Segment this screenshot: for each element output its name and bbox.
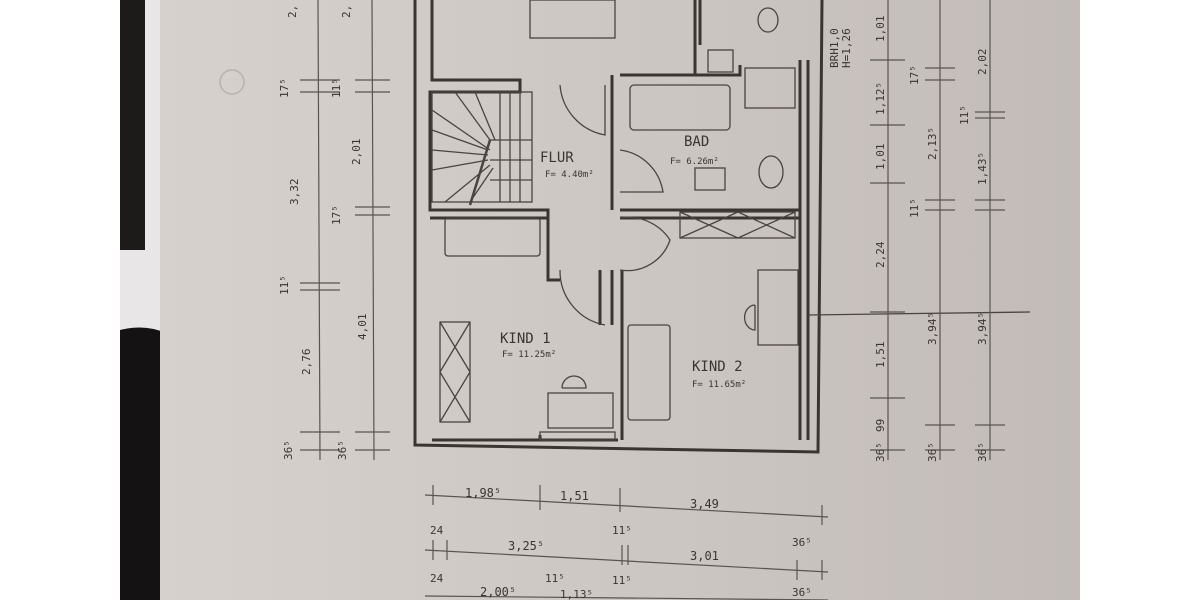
svg-text:1,43⁵: 1,43⁵ (976, 152, 989, 185)
bed-kind2 (627, 324, 671, 421)
svg-text:36⁵: 36⁵ (792, 536, 812, 549)
dimension-lines (300, 0, 1005, 600)
desk-kind1 (547, 392, 614, 429)
svg-text:2,24: 2,24 (874, 241, 887, 268)
dimension-labels-right: 1,01 1,12⁵ 1,01 2,24 1,51 99 36⁵ 17⁵ 2,1… (874, 16, 989, 463)
room-area-kind1: F= 11.25m² (502, 350, 556, 360)
svg-text:1,01: 1,01 (874, 16, 887, 43)
room-name-bad: BAD (684, 134, 709, 150)
bed-kind1 (444, 217, 541, 257)
svg-text:17⁵: 17⁵ (908, 65, 921, 85)
svg-text:36⁵: 36⁵ (976, 442, 989, 462)
dimension-labels-left: 2, 17⁵ 3,32 11⁵ 2,76 36⁵ 2, 11⁵ 2,01 17⁵… (278, 5, 369, 460)
svg-text:1,13⁵: 1,13⁵ (560, 588, 593, 600)
svg-text:99: 99 (874, 419, 887, 432)
room-name-flur: FLUR (540, 150, 574, 166)
svg-text:11⁵: 11⁵ (545, 572, 565, 585)
svg-text:BRH1,0: BRH1,0 (828, 28, 841, 68)
svg-text:3,01: 3,01 (690, 549, 719, 563)
floor-plan-photo: FLUR F= 4.40m² BAD F= 6.26m² KIND 1 F= 1… (120, 0, 1080, 600)
svg-text:1,12⁵: 1,12⁵ (874, 82, 887, 115)
bathtub (629, 84, 731, 131)
svg-text:11⁵: 11⁵ (278, 275, 291, 295)
svg-text:36⁵: 36⁵ (874, 442, 887, 462)
desk-kind2 (757, 269, 799, 346)
svg-text:3,49: 3,49 (690, 497, 719, 511)
room-area-bad: F= 6.26m² (670, 157, 719, 167)
svg-text:3,32: 3,32 (288, 179, 301, 206)
svg-text:2,13⁵: 2,13⁵ (926, 127, 939, 160)
room-name-kind1: KIND 1 (500, 331, 551, 347)
svg-text:1,51: 1,51 (560, 489, 589, 503)
svg-text:36⁵: 36⁵ (792, 586, 812, 599)
fixtures (439, 0, 799, 441)
svg-text:3,94⁵: 3,94⁵ (926, 312, 939, 345)
svg-text:1,98⁵: 1,98⁵ (465, 486, 501, 500)
room-name-kind2: KIND 2 (692, 359, 743, 375)
svg-text:4,01: 4,01 (356, 314, 369, 341)
svg-text:3,25⁵: 3,25⁵ (508, 539, 544, 553)
svg-text:24: 24 (430, 524, 444, 537)
svg-text:17⁵: 17⁵ (278, 78, 291, 98)
svg-text:2,: 2, (340, 5, 353, 18)
svg-text:36⁵: 36⁵ (336, 440, 349, 460)
svg-text:1,01: 1,01 (874, 144, 887, 171)
svg-text:36⁵: 36⁵ (926, 442, 939, 462)
room-area-kind2: F= 11.65m² (692, 380, 746, 390)
sink (694, 167, 726, 191)
svg-text:3,94⁵: 3,94⁵ (976, 312, 989, 345)
svg-text:11⁵: 11⁵ (958, 105, 971, 125)
svg-text:11⁵: 11⁵ (612, 524, 632, 537)
shower (744, 67, 796, 109)
svg-text:2,: 2, (286, 5, 299, 18)
staircase (431, 91, 533, 206)
svg-text:11⁵: 11⁵ (908, 198, 921, 218)
dimension-labels-bottom: 1,98⁵ 1,51 3,49 24 3,25⁵ 11⁵ 3,01 36⁵ 24… (430, 486, 812, 600)
svg-text:2,02: 2,02 (976, 49, 989, 76)
doors (559, 84, 671, 326)
chair (743, 304, 756, 331)
svg-text:24: 24 (430, 572, 444, 585)
punch-hole (219, 69, 245, 95)
svg-text:36⁵: 36⁵ (282, 440, 295, 460)
svg-text:17⁵: 17⁵ (330, 205, 343, 225)
svg-text:11⁵: 11⁵ (612, 574, 632, 587)
window-note: BRH1,0 H=1,26 (828, 28, 853, 68)
svg-text:2,01: 2,01 (350, 139, 363, 166)
toilet (758, 155, 784, 189)
room-labels: FLUR F= 4.40m² BAD F= 6.26m² KIND 1 F= 1… (500, 134, 746, 390)
svg-text:H=1,26: H=1,26 (840, 28, 853, 68)
bed-top (529, 0, 616, 39)
svg-text:1,51: 1,51 (874, 342, 887, 369)
svg-text:2,00⁵: 2,00⁵ (480, 585, 516, 599)
floor-plan: FLUR F= 4.40m² BAD F= 6.26m² KIND 1 F= 1… (120, 0, 1080, 600)
svg-text:11⁵: 11⁵ (330, 78, 343, 98)
svg-text:2,76: 2,76 (300, 349, 313, 376)
room-area-flur: F= 4.40m² (545, 170, 594, 180)
